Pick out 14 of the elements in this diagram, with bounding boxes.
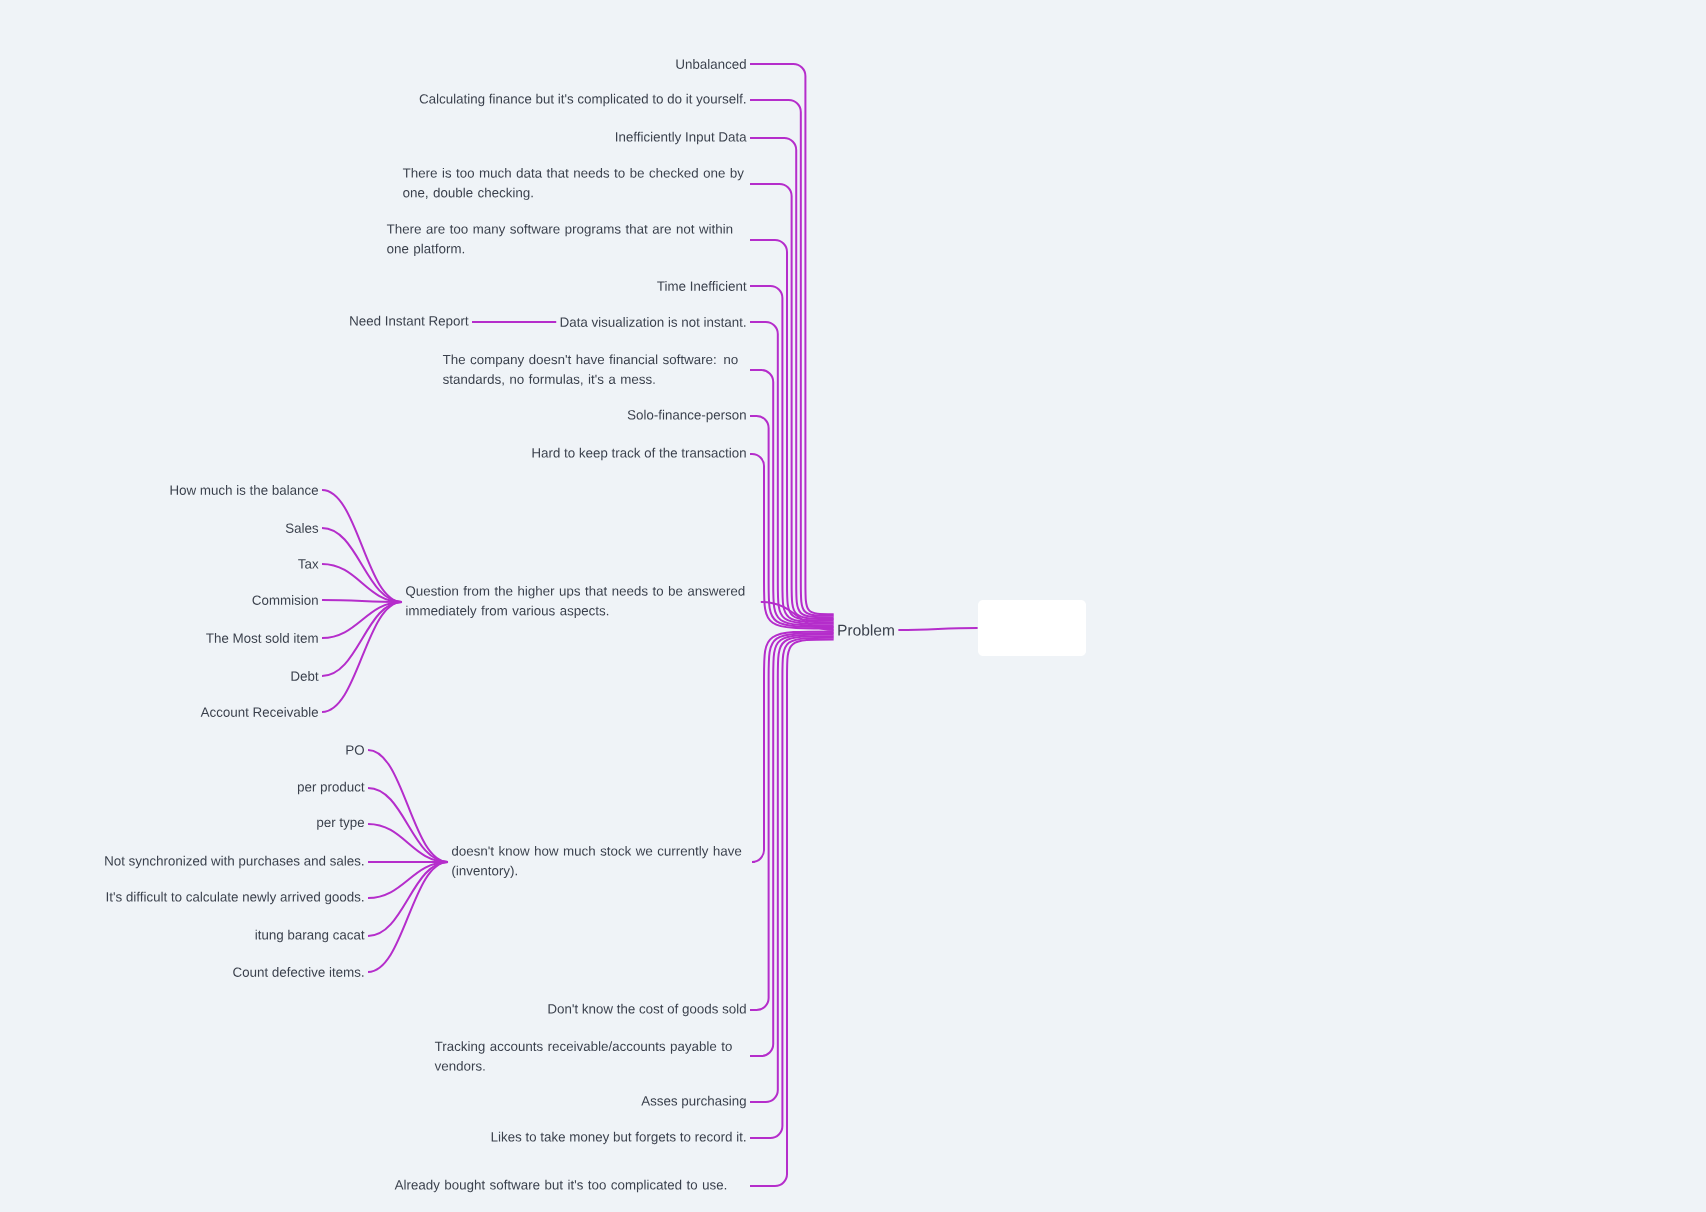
connector-line [897,627,979,631]
connector-line [751,630,835,863]
connector-line [759,601,835,631]
connector-line [749,453,835,630]
connector-line [321,601,403,639]
connector-line [367,861,449,973]
connector-line [321,601,403,713]
connector-line [367,787,449,863]
connector-line [749,415,835,628]
connector-line [471,321,558,323]
connector-line [367,861,449,899]
root-box [978,600,1086,656]
connector-line [321,527,403,603]
connector-line [749,369,835,627]
